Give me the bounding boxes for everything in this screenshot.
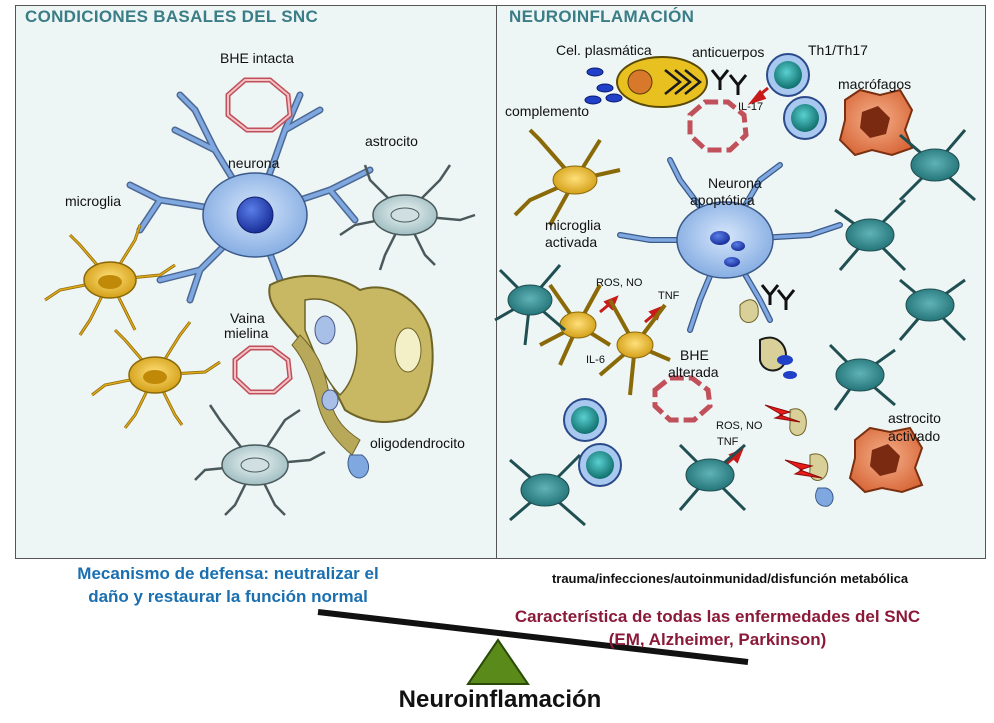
t-cell-icon — [563, 53, 827, 487]
apoptotic-neuron-cell — [617, 157, 843, 333]
ros-no-label-1: ROS, NO — [596, 277, 643, 289]
microglia-label: microglia — [65, 193, 122, 209]
complement-label: complemento — [505, 103, 590, 119]
apoptotic-neuron-label-2: apoptótica — [690, 192, 755, 208]
defense-caption-line-1: Mecanismo de defensa: neutralizar el — [77, 564, 379, 583]
ros-no-label-2: ROS, NO — [716, 420, 763, 432]
bbb-altered-icon — [652, 99, 749, 423]
oligodendrocyte-label: oligodendrocito — [370, 435, 465, 451]
bbb-intact-label: BHE intacta — [220, 50, 294, 66]
defense-caption: Mecanismo de defensa: neutralizar el dañ… — [18, 562, 438, 608]
antibodies-icon — [710, 69, 796, 310]
disease-caption-line-1: Característica de todas las enfermedades… — [514, 607, 921, 626]
neuron-cell — [126, 91, 374, 304]
balance-scale — [317, 609, 749, 685]
microglia-cell-2 — [91, 321, 221, 429]
myelin-label-1: Vaina — [230, 310, 265, 326]
disease-caption: Característica de todas las enfermedades… — [455, 605, 980, 651]
disease-caption-line-2: (EM, Alzheimer, Parkinson) — [608, 630, 827, 649]
bbb-intact-icon — [225, 77, 293, 133]
bbb-altered-label-1: BHE — [680, 347, 709, 363]
antibodies-label: anticuerpos — [692, 44, 765, 60]
activated-microglia-cell — [513, 128, 621, 226]
antibody-blobs — [584, 67, 623, 105]
il6-label: IL-6 — [586, 354, 605, 366]
triggers-caption: trauma/infecciones/autoinmunidad/disfunc… — [551, 571, 909, 586]
neuron-label: neurona — [228, 155, 280, 171]
bbb-intact-icon-2 — [232, 345, 293, 395]
th-cells-label: Th1/Th17 — [808, 42, 868, 58]
activated-astrocyte-label-1: astrocito — [888, 410, 941, 426]
activated-astrocyte-label-2: activado — [888, 428, 941, 444]
plasma-cell — [616, 56, 708, 108]
defense-caption-line-2: daño y restaurar la función normal — [88, 587, 368, 606]
astrocyte-label: astrocito — [365, 133, 418, 149]
macrophage-cell — [838, 88, 914, 157]
lightning-icons — [764, 404, 823, 479]
left-panel-title: CONDICIONES BASALES DEL SNC — [25, 7, 319, 26]
tnf-label-2: TNF — [717, 436, 739, 448]
balance-label: Neuroinflamación — [398, 686, 602, 713]
apoptotic-neuron-label-1: Neurona — [708, 175, 762, 191]
activated-microglia-label-2: activada — [545, 234, 598, 250]
right-panel-title: NEUROINFLAMACIÓN — [509, 7, 695, 26]
oligodendrocyte-cell — [268, 274, 434, 479]
astrocyte-cell — [339, 164, 476, 271]
activated-astrocyte-cells — [494, 129, 976, 527]
il17-label: IL-17 — [738, 101, 764, 113]
tnf-label-1: TNF — [658, 290, 680, 302]
plasma-cell-label: Cel. plasmática — [556, 42, 652, 58]
microglia-cell — [44, 224, 176, 336]
activated-microglia-label-1: microglia — [545, 217, 602, 233]
damaged-myelin-fragments — [739, 299, 834, 507]
bbb-altered-label-2: alterada — [668, 364, 719, 380]
astrocyte-cell-2 — [194, 404, 326, 516]
macrophages-label: macrófagos — [838, 76, 912, 92]
activated-microglia-cell-2 — [539, 283, 671, 396]
myelin-label-2: mielina — [224, 325, 269, 341]
macrophage-cell-2 — [848, 426, 924, 494]
